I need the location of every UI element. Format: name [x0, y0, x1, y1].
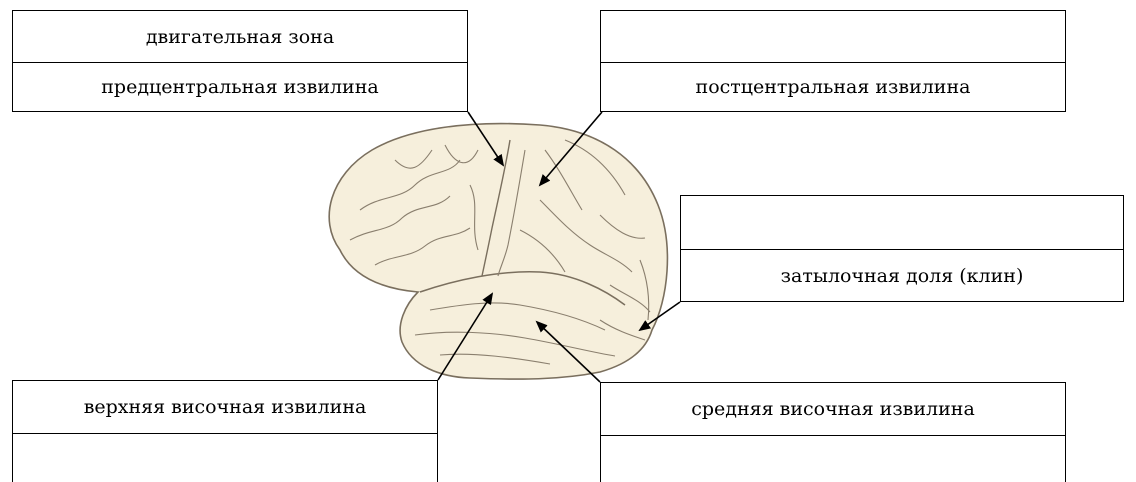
- blank-field: [601, 11, 1065, 62]
- precentral-gyrus-label: предцентральная извилина: [13, 62, 467, 111]
- gyri-lines: [349, 139, 651, 365]
- blank-field: [13, 433, 437, 482]
- arrow-superior-temporal: [437, 292, 494, 381]
- label-box-mid-right: затылочная доля (клин): [680, 195, 1124, 302]
- arrow-precentral: [467, 111, 505, 167]
- label-box-top-left: двигательная зона предцентральная извили…: [12, 10, 468, 112]
- occipital-lobe-label: затылочная доля (клин): [681, 249, 1123, 301]
- blank-field: [601, 435, 1065, 482]
- arrow-middle-temporal: [535, 320, 601, 383]
- blank-field: [681, 196, 1123, 249]
- arrow-occipital: [638, 301, 681, 332]
- lateral-sulcus: [419, 270, 626, 306]
- arrow-postcentral: [538, 111, 603, 187]
- label-box-bottom-left: верхняя височная извилина: [12, 380, 438, 482]
- motor-zone-label: двигательная зона: [145, 25, 335, 48]
- label-box-bottom-right: средняя височная извилина: [600, 382, 1066, 482]
- pointer-arrows: [437, 111, 681, 383]
- postcentral-gyrus-label: постцентральная извилина: [601, 62, 1065, 111]
- label-box-top-right: постцентральная извилина: [600, 10, 1066, 112]
- middle-temporal-gyrus-label: средняя височная извилина: [691, 398, 975, 420]
- central-sulcus: [481, 139, 511, 277]
- cerebrum-outline: [328, 122, 669, 380]
- brain-illustration: [328, 122, 669, 380]
- superior-temporal-gyrus-label: верхняя височная извилина: [83, 396, 367, 418]
